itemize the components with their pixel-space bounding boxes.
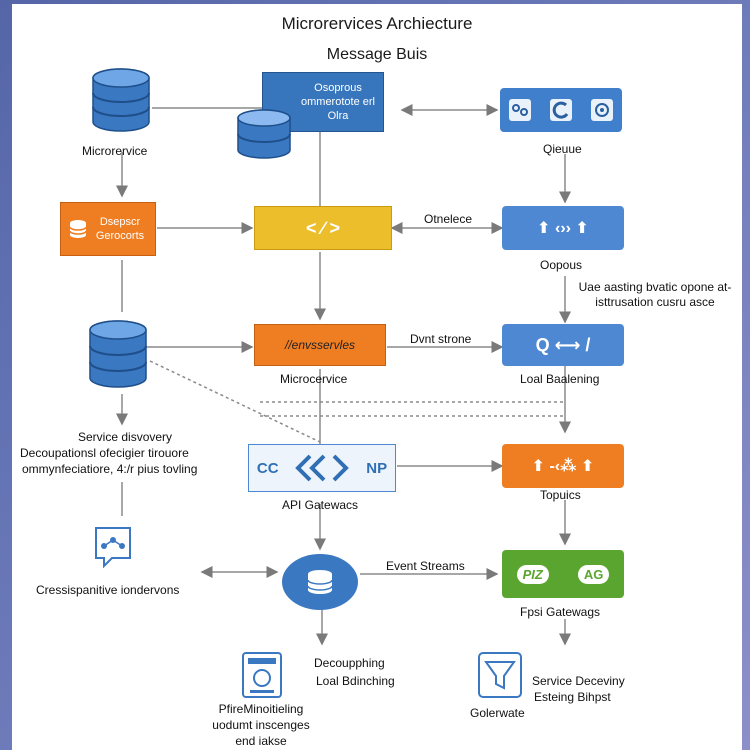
load-balancing-label: Loal Baalening bbox=[520, 372, 600, 386]
api-gateway-label: API Gatewacs bbox=[282, 498, 359, 512]
arrows-box[interactable]: ⬆ ‹›› ⬆ bbox=[502, 206, 624, 250]
microservice-label: Microrervice bbox=[82, 144, 148, 158]
plug-icon bbox=[509, 99, 532, 121]
cross-sensitive-label: Cressispanitive iondervons bbox=[36, 583, 180, 597]
monitor-line2: uodumt inscenges bbox=[212, 718, 310, 732]
load-balancing-box[interactable]: Q ⟷ / bbox=[502, 324, 624, 366]
queue-box[interactable] bbox=[500, 88, 622, 132]
green-box[interactable]: PIZ AG bbox=[502, 550, 624, 598]
decoupling-line1: Decoupphing bbox=[314, 656, 385, 670]
page-subtitle: Message Buis bbox=[326, 46, 428, 63]
gatewate-label: Golerwate bbox=[470, 706, 525, 720]
filter-icon bbox=[476, 650, 524, 702]
refresh-icon bbox=[549, 99, 572, 121]
code-box-text: < ∕ > bbox=[305, 217, 341, 238]
monitor-line1: PfireMinoitieling bbox=[218, 702, 304, 716]
share-icon bbox=[90, 524, 136, 569]
service-discovery-line3: ommynfeciatiore, 4:/r pius tovling bbox=[22, 462, 198, 476]
service-discovery-label: Service disvovery bbox=[78, 430, 173, 444]
event-db[interactable] bbox=[280, 552, 360, 612]
code-edge-label: Otnelece bbox=[424, 212, 473, 226]
middle-db-icon bbox=[86, 318, 150, 392]
message-bus-text: Osoprous ommerotote erl Olra bbox=[301, 82, 375, 122]
decoupling-line2: Loal Bdinching bbox=[316, 674, 395, 688]
service-discovery-line2: Decoupationsl ofecigier tirouore bbox=[20, 446, 189, 460]
load-balancing-glyph: Q ⟷ / bbox=[535, 334, 591, 355]
message-bus-db-icon bbox=[234, 108, 294, 162]
topics-label: Topuics bbox=[540, 488, 581, 502]
code-box[interactable]: < ∕ > bbox=[254, 206, 392, 250]
api-gateway-left: CC bbox=[256, 459, 279, 477]
api-gateway-box[interactable]: CC NP bbox=[248, 444, 396, 492]
microservices-box[interactable]: //envsservles bbox=[254, 324, 386, 366]
queue-label: Qieuue bbox=[543, 142, 582, 156]
monitor-icon bbox=[240, 650, 284, 700]
diagram-canvas: Microrervices Archiecture Message Buis M… bbox=[12, 4, 742, 750]
orange-box-text: Dsepscr Gerocorts bbox=[95, 216, 145, 242]
arrows-box-glyph: ⬆ ‹›› ⬆ bbox=[537, 220, 589, 237]
microservices-edge-label: Dvnt strone bbox=[410, 332, 472, 346]
green-box-right: AG bbox=[577, 564, 610, 584]
note-text: Uae aasting bvatic opone at- isttrusatio… bbox=[578, 280, 732, 309]
gatewate-line1: Service Deceviny bbox=[532, 674, 625, 688]
database-icon bbox=[69, 220, 87, 238]
orange-box[interactable]: Dsepscr Gerocorts bbox=[60, 202, 156, 256]
event-streams-label: Event Streams bbox=[386, 559, 465, 573]
topics-glyph: ⬆ -‹⁂ ⬆ bbox=[531, 458, 595, 475]
microservices-label: Microcervice bbox=[280, 372, 348, 386]
green-box-label: Fpsi Gatewags bbox=[520, 605, 601, 619]
gatewate-line2: Esteing Bihpst bbox=[534, 690, 611, 704]
arrows-label: Oopous bbox=[540, 258, 583, 272]
green-box-left: PIZ bbox=[516, 564, 549, 584]
monitor-line3: end iakse bbox=[235, 734, 287, 748]
connector-lines bbox=[116, 104, 571, 646]
microservice-db-icon bbox=[88, 66, 154, 136]
microservices-box-text: //envsservles bbox=[284, 338, 356, 352]
api-gateway-right: NP bbox=[366, 459, 388, 477]
page-title: Microrervices Archiecture bbox=[281, 14, 473, 33]
topics-box[interactable]: ⬆ -‹⁂ ⬆ bbox=[502, 444, 624, 488]
record-icon bbox=[590, 99, 613, 121]
brackets-icon bbox=[295, 454, 350, 482]
